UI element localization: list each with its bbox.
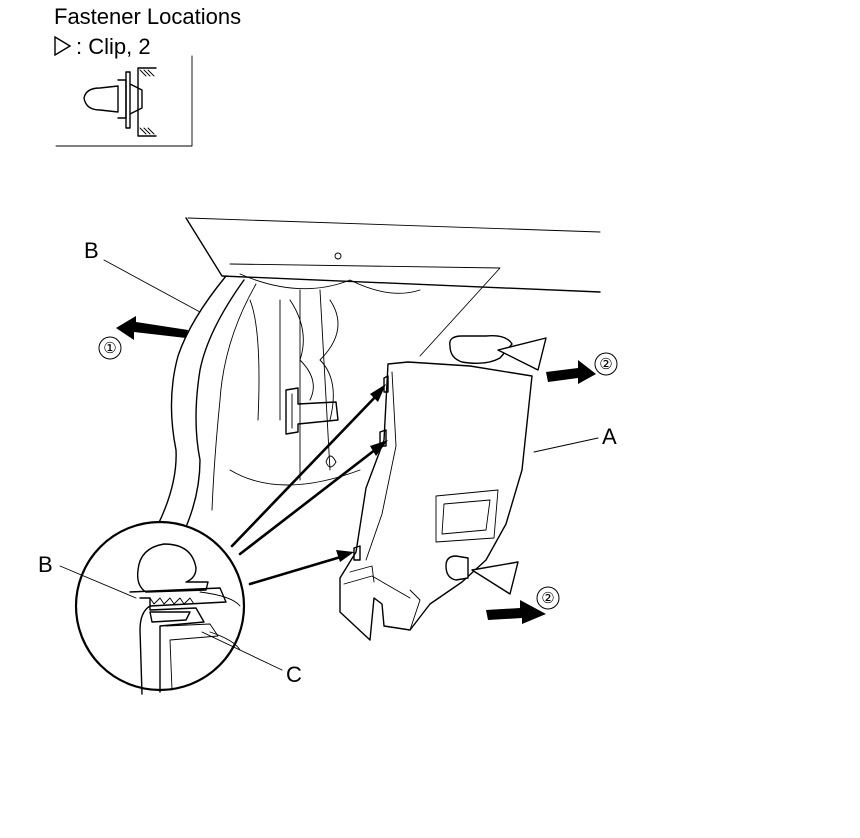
clip-marker-triangle-icon — [54, 36, 72, 56]
label-part-b-top: B — [84, 238, 99, 263]
clip-detail-inset — [55, 55, 193, 147]
label-part-c: C — [286, 662, 302, 687]
trim-panel-a — [339, 334, 533, 641]
arrow-step-1-icon — [116, 316, 188, 340]
legend-title: Fastener Locations — [54, 4, 242, 29]
label-part-a: A — [602, 424, 617, 449]
step-1-number: ① — [103, 341, 116, 357]
callout-leaders — [59, 259, 599, 671]
legend-clip-row: : Clip, 2 — [54, 34, 151, 60]
step-2-upper-number: ② — [599, 357, 612, 373]
step-2-upper-marker: ② — [594, 352, 618, 376]
step-2-lower-number: ② — [541, 591, 554, 607]
weatherstrip-b — [149, 275, 257, 541]
legend-clip-label: : Clip, 2 — [76, 34, 151, 59]
step-2-lower-marker: ② — [536, 586, 560, 610]
detail-leader-lines — [230, 384, 388, 586]
arrow-step-2-upper-icon — [546, 360, 596, 384]
label-part-b-detail: B — [38, 552, 53, 577]
step-1-marker: ① — [98, 336, 122, 360]
detail-magnifier — [74, 520, 246, 695]
clip-marker-lower-triangle-icon — [471, 561, 519, 595]
clip-marker-upper-triangle-icon — [497, 337, 547, 371]
vehicle-body — [185, 217, 601, 486]
arrow-step-2-lower-icon — [486, 600, 546, 624]
